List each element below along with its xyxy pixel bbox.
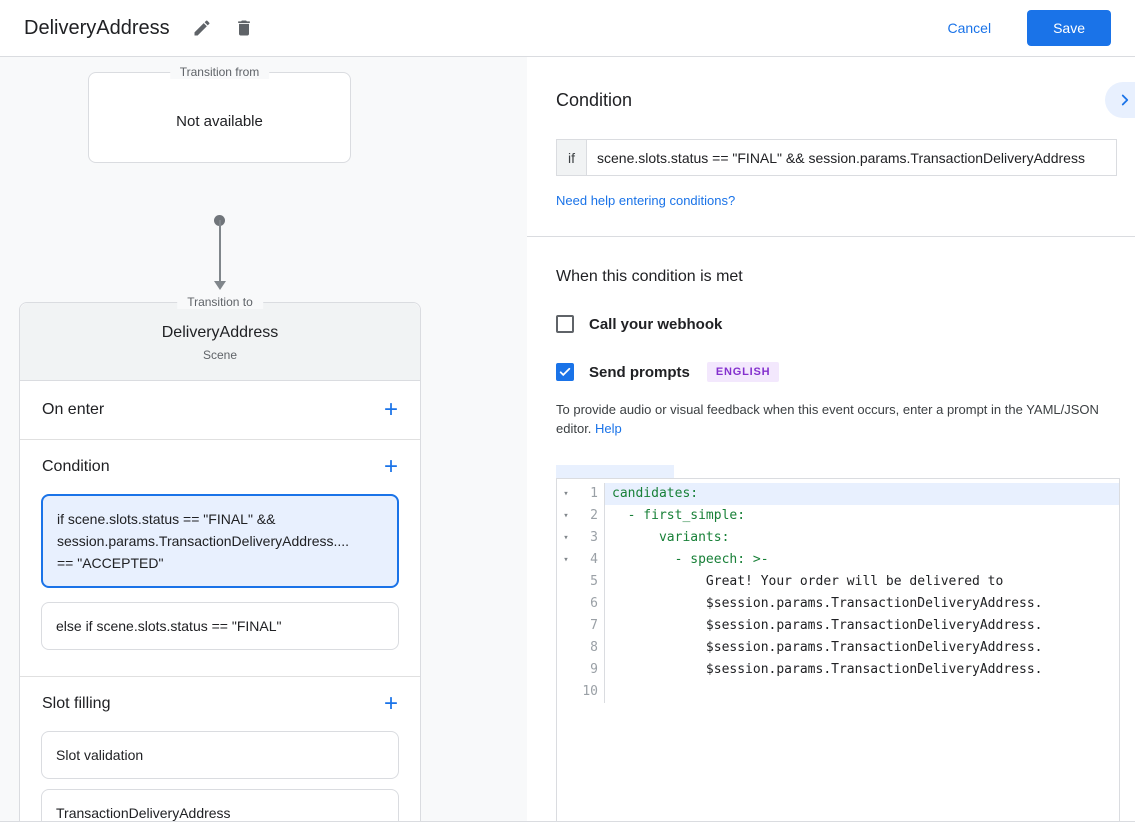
scene-name: DeliveryAddress: [161, 324, 279, 341]
page-title: DeliveryAddress: [24, 16, 170, 39]
code-line: 9 $session.params.TransactionDeliveryAdd…: [557, 659, 1119, 681]
scene-type-label: Scene: [202, 348, 238, 362]
call-webhook-checkbox[interactable]: [556, 315, 574, 333]
on-enter-label: On enter: [42, 401, 105, 418]
send-prompts-checkbox[interactable]: [556, 363, 574, 381]
slot-filling-label: Slot filling: [42, 695, 111, 712]
send-prompts-row: Send prompts ENGLISH: [556, 362, 1135, 382]
fold-arrow-icon[interactable]: ▾: [563, 555, 569, 565]
condition-label: Condition: [42, 458, 110, 475]
add-on-enter-button[interactable]: +: [383, 396, 398, 423]
code-line: ▾ 3 variants:: [557, 527, 1119, 549]
cancel-button[interactable]: Cancel: [947, 20, 992, 36]
code-line: 8 $session.params.TransactionDeliveryAdd…: [557, 637, 1119, 659]
line-number: 7: [575, 615, 605, 637]
code-text: $session.params.TransactionDeliveryAddre…: [612, 596, 1043, 611]
webhook-row: Call your webhook: [556, 315, 1135, 333]
condition-input-group: if: [556, 139, 1117, 176]
transition-from-box: Transition from Not available: [88, 65, 351, 163]
line-number: 6: [575, 593, 605, 615]
section-on-enter: On enter +: [20, 381, 420, 440]
condition-card-else[interactable]: else if scene.slots.status == "FINAL": [41, 602, 399, 650]
if-prefix-label: if: [557, 140, 587, 175]
save-button[interactable]: Save: [1027, 10, 1111, 46]
add-slot-button[interactable]: +: [383, 690, 398, 717]
line-number: 3: [575, 527, 605, 549]
condition-expression-input[interactable]: [587, 140, 1116, 175]
checkmark-icon: [559, 367, 571, 377]
code-text: $session.params.TransactionDeliveryAddre…: [612, 618, 1043, 633]
when-condition-met-heading: When this condition is met: [556, 268, 743, 285]
add-condition-button[interactable]: +: [383, 453, 398, 480]
prompt-hint-text: To provide audio or visual feedback when…: [556, 400, 1118, 438]
line-number: 4: [575, 549, 605, 571]
send-prompts-label: Send prompts: [589, 363, 690, 381]
call-webhook-label: Call your webhook: [589, 315, 723, 333]
transition-from-legend: Transition from: [169, 65, 270, 79]
transition-to-legend: Transition to: [177, 295, 263, 309]
condition-editor-panel: Condition if Need help entering conditio…: [527, 57, 1135, 821]
edit-icon[interactable]: [192, 18, 212, 38]
code-line: 5 Great! Your order will be delivered to: [557, 571, 1119, 593]
delete-icon[interactable]: [234, 18, 254, 38]
slot-validation-card[interactable]: Slot validation: [41, 731, 399, 779]
scene-diagram-panel: Transition from Not available Transition…: [0, 57, 527, 821]
chevron-right-icon: [1121, 94, 1129, 106]
line-number: 10: [575, 681, 605, 703]
prompt-hint-body: To provide audio or visual feedback when…: [556, 402, 1099, 436]
condition-card-line: if scene.slots.status == "FINAL" &&: [57, 511, 276, 527]
line-number: 5: [575, 571, 605, 593]
code-line: 10: [557, 681, 1119, 703]
yaml-code-editor[interactable]: ▾ 1 candidates: ▾ 2 - first_simple: ▾ 3 …: [556, 478, 1120, 821]
code-text: $session.params.TransactionDeliveryAddre…: [612, 640, 1043, 655]
code-line: ▾ 2 - first_simple:: [557, 505, 1119, 527]
section-slot-filling: Slot filling + Slot validation Transacti…: [20, 677, 420, 821]
code-line: ▾ 1 candidates:: [557, 483, 1119, 505]
prompt-help-link[interactable]: Help: [595, 421, 622, 436]
fold-arrow-icon[interactable]: ▾: [563, 511, 569, 521]
language-badge: ENGLISH: [706, 362, 780, 382]
code-text: - first_simple:: [612, 508, 746, 523]
condition-heading: Condition: [556, 90, 633, 110]
code-text: Great! Your order will be delivered to: [612, 574, 1004, 589]
condition-card-line: session.params.TransactionDeliveryAddres…: [57, 533, 350, 549]
line-number: 2: [575, 505, 605, 527]
line-number: 8: [575, 637, 605, 659]
conditions-help-link[interactable]: Need help entering conditions?: [556, 193, 736, 208]
page-header: DeliveryAddress Cancel Save: [0, 0, 1135, 57]
collapse-panel-button[interactable]: [1105, 82, 1135, 118]
section-condition: Condition + if scene.slots.status == "FI…: [20, 440, 420, 677]
code-line: 6 $session.params.TransactionDeliveryAdd…: [557, 593, 1119, 615]
condition-card-line: else if scene.slots.status == "FINAL": [56, 618, 282, 634]
transition-to-card: Transition to DeliveryAddress Scene On e…: [19, 295, 421, 821]
code-text: $session.params.TransactionDeliveryAddre…: [612, 662, 1043, 677]
code-text: candidates:: [605, 483, 1119, 505]
fold-arrow-icon[interactable]: ▾: [563, 489, 569, 499]
condition-card-line: == "ACCEPTED": [57, 555, 164, 571]
code-line: 7 $session.params.TransactionDeliveryAdd…: [557, 615, 1119, 637]
connector-line: [218, 220, 221, 282]
main-content: Transition from Not available Transition…: [0, 57, 1135, 822]
scene-card-header: DeliveryAddress Scene: [20, 303, 420, 381]
code-text: variants:: [612, 530, 730, 545]
line-number: 9: [575, 659, 605, 681]
transition-from-value: Not available: [176, 113, 263, 130]
connector-arrow-icon: [214, 281, 226, 290]
slot-transaction-delivery-address-card[interactable]: TransactionDeliveryAddress: [41, 789, 399, 821]
code-line: ▾ 4 - speech: >-: [557, 549, 1119, 571]
code-text: [605, 681, 1119, 703]
fold-arrow-icon[interactable]: ▾: [563, 533, 569, 543]
line-number: 1: [575, 483, 605, 505]
condition-card-selected[interactable]: if scene.slots.status == "FINAL" && sess…: [41, 494, 399, 588]
panel-divider: [527, 236, 1135, 237]
code-text: - speech: >-: [612, 552, 769, 567]
